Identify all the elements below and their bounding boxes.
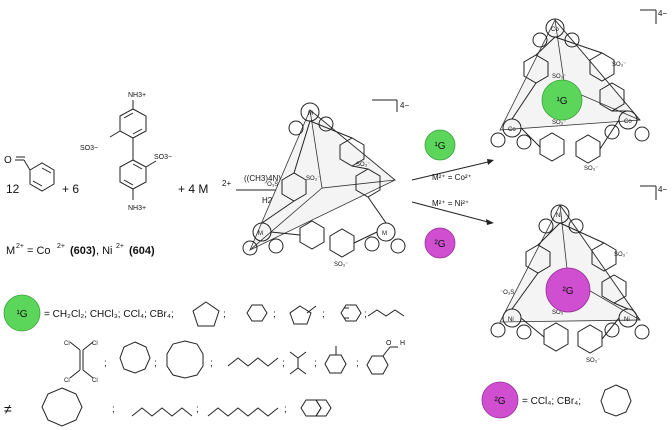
- amine-top-label: NH3+: [128, 92, 146, 99]
- svg-text:;: ;: [273, 309, 276, 320]
- cycloheptane-shape: [600, 384, 632, 417]
- svg-text:;: ;: [284, 404, 287, 415]
- svg-text:M: M: [382, 231, 387, 237]
- svg-text:;: ;: [223, 309, 226, 320]
- plus-four-metal: + 4 M: [178, 182, 208, 196]
- guest2-sphere-small: [424, 227, 456, 259]
- cage-bottom-guest: ²G: [562, 286, 573, 297]
- metal-def-ni-id: (604): [129, 245, 155, 257]
- guest2-list-text: = CCl₄; CBr₄;: [522, 396, 581, 407]
- guest2-legend-label: ²G: [494, 396, 505, 407]
- branch-top: ¹G M²⁺ = Co²⁺: [411, 129, 494, 182]
- aldehyde-oxygen: O: [4, 155, 12, 166]
- sulfonate-left-label: SO3−: [80, 145, 98, 152]
- guest1-list: ¹G = CH₂Cl₂; CHCl₃; CCl₄; CBr₄; ; ; ; ;: [3, 294, 405, 427]
- svg-text:M: M: [308, 111, 313, 117]
- guest1-separators-row3: ; ; ;: [112, 404, 287, 415]
- metal-def-ni-charge: 2+: [116, 243, 124, 250]
- solvent-label: H2O: [262, 196, 278, 205]
- svg-text:SO₃⁻: SO₃⁻: [612, 62, 626, 68]
- branch-bottom-guest: ²G: [434, 239, 445, 250]
- svg-text:Ni: Ni: [508, 317, 514, 323]
- cage-center-charge: 4−: [400, 101, 409, 110]
- aldehyde-coefficient: 12: [6, 182, 20, 196]
- svg-text:SO₃⁻: SO₃⁻: [334, 262, 348, 268]
- svg-text:⁻O₃S: ⁻O₃S: [264, 182, 278, 188]
- guest1-shapes-row2: [69, 340, 398, 379]
- svg-text:;: ;: [112, 404, 115, 415]
- svg-text:;: ;: [282, 358, 285, 369]
- sulfonate-right-label: SO3−: [154, 154, 172, 161]
- svg-text:M: M: [258, 231, 263, 237]
- metal-def-co: = Co: [27, 245, 51, 257]
- svg-text:;: ;: [364, 309, 367, 320]
- metal-def-m-charge: 2+: [16, 243, 24, 250]
- metal-def-ni: , Ni: [96, 245, 113, 257]
- plus-six: + 6: [62, 182, 79, 196]
- guest1-shapes-row1: [192, 301, 405, 327]
- guest1-sphere-small: [424, 129, 456, 161]
- cage-top-metal: Co: [551, 27, 559, 33]
- tce-cl-1: Cl: [64, 341, 70, 347]
- svg-text:SO₃⁻: SO₃⁻: [306, 176, 320, 182]
- svg-text:;: ;: [356, 358, 359, 369]
- branch-bottom: ²G M²⁺ = Ni²⁺: [411, 199, 494, 259]
- cage-bottom-charge: 4−: [658, 185, 667, 194]
- guest-aldehyde-o: O: [386, 340, 392, 347]
- guest2-sphere-legend: [481, 381, 519, 419]
- guest2-list: ²G = CCl₄; CBr₄;: [481, 381, 632, 419]
- guest1-shapes-row3: [41, 387, 332, 427]
- tetrahedral-cage-top: Co Co Co SO₃⁻ SO₃⁻ SO₃⁻ SO₃⁻ ¹G: [490, 18, 650, 172]
- guest1-separators-row1: ; ; ; ;: [223, 309, 367, 320]
- tetrahedral-cage-bottom: Ni Ni Ni SO₃⁻ ⁻O₃S SO₃⁻ SO₃⁻ ²G: [490, 204, 650, 364]
- svg-text:SO₃⁻: SO₃⁻: [586, 358, 600, 364]
- guest1-list-text: = CH₂Cl₂; CHCl₃; CCl₄; CBr₄;: [44, 309, 174, 320]
- guest-aldehyde-h: H: [400, 340, 405, 347]
- guest1-encapsulated: [541, 79, 583, 121]
- svg-text:;: ;: [322, 309, 325, 320]
- svg-text:SO₃⁻: SO₃⁻: [584, 166, 598, 172]
- svg-text:SO₃⁻: SO₃⁻: [614, 252, 628, 258]
- svg-text:;: ;: [154, 358, 157, 369]
- guest1-legend-label: ¹G: [16, 309, 27, 320]
- tce-cl-3: Cl: [64, 378, 70, 384]
- guest1-sphere-legend: [3, 294, 41, 332]
- amine-bottom-label: NH3+: [128, 205, 146, 212]
- guest1-separators-row2: ; ; ; ; ; ;: [104, 358, 359, 369]
- branch-top-guest: ¹G: [434, 141, 445, 152]
- svg-text:Co: Co: [508, 127, 516, 133]
- svg-text:;: ;: [210, 358, 213, 369]
- svg-text:⁻O₃S: ⁻O₃S: [500, 290, 514, 296]
- svg-text:SO₃⁻: SO₃⁻: [552, 120, 566, 126]
- guest2-encapsulated: [545, 267, 591, 313]
- tce-cl-2: Cl: [92, 341, 98, 347]
- branch-top-condition: M²⁺ = Co²⁺: [432, 173, 472, 182]
- metal-definition: M 2+ = Co 2+ (603) , Ni 2+ (604): [6, 243, 155, 257]
- metal-def-co-id: (603): [70, 245, 96, 257]
- svg-text:Co: Co: [624, 119, 632, 125]
- svg-text:SO₃⁻: SO₃⁻: [552, 74, 566, 80]
- metal-charge: 2+: [222, 179, 231, 188]
- branch-bottom-condition: M²⁺ = Ni²⁺: [432, 199, 469, 208]
- cage-bottom-metal: Ni: [556, 213, 562, 219]
- svg-text:SO₃⁻: SO₃⁻: [552, 310, 566, 316]
- metal-def-m: M: [6, 245, 15, 257]
- cage-top-charge: 4−: [658, 9, 667, 18]
- tetrahedral-cage-center: M M M ⁻O₃S SO₃⁻ SO₃⁻ SO₃⁻: [242, 102, 406, 268]
- svg-text:;: ;: [104, 358, 107, 369]
- metal-def-co-charge: 2+: [57, 243, 65, 250]
- cage-top-guest: ¹G: [556, 96, 567, 107]
- benzidine-disulfonate-structure: [109, 100, 157, 200]
- svg-text:;: ;: [196, 404, 199, 415]
- reagent-label: ((CH3)4N)OH: [244, 174, 293, 183]
- not-symbol: ≠: [4, 401, 12, 417]
- svg-text:SO₃⁻: SO₃⁻: [356, 162, 370, 168]
- tce-cl-4: Cl: [92, 378, 98, 384]
- svg-text:Ni: Ni: [624, 317, 630, 323]
- pyridinecarboxaldehyde-structure: [15, 156, 55, 192]
- svg-text:;: ;: [314, 358, 317, 369]
